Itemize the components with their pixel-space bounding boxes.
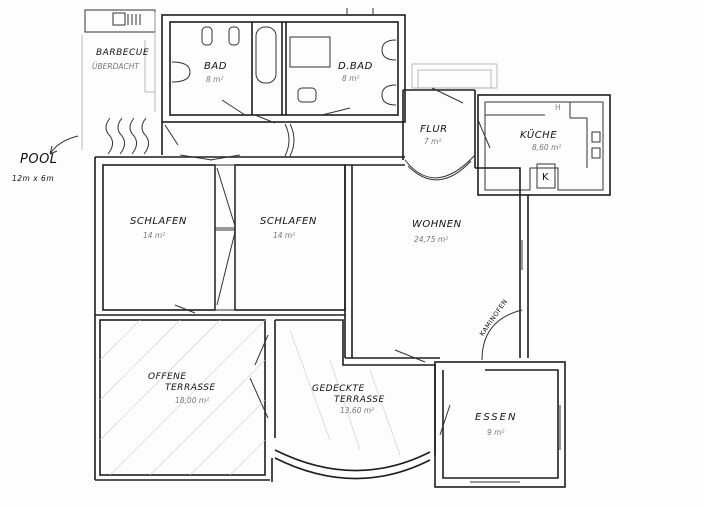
barbecue-note: ÜBERDACHT xyxy=(92,62,139,71)
pool-waves xyxy=(49,117,150,155)
pool-size: 12m x 6m xyxy=(12,174,55,183)
kueche-label: KÜCHE xyxy=(520,130,558,141)
barbecue-label: BARBECUE xyxy=(96,48,150,58)
gedeckte-terrasse-area: 13,60 m² xyxy=(340,406,375,415)
bad-label: BAD xyxy=(204,61,227,72)
kueche-area: 8,60 m² xyxy=(532,143,562,152)
flur-area: 7 m² xyxy=(424,137,442,146)
schlafen1-area: 14 m² xyxy=(143,231,166,240)
essen xyxy=(434,361,566,488)
flur-label: FLUR xyxy=(420,124,448,135)
gedeckte-terrasse-label-2: TERRASSE xyxy=(334,395,385,405)
offene-terrasse xyxy=(95,319,270,481)
offene-terrasse-label-1: OFFENE xyxy=(148,372,187,382)
bad-area: 8 m² xyxy=(206,75,224,84)
offene-terrasse-label-2: TERRASSE xyxy=(165,383,216,393)
offene-terrasse-area: 18,00 m² xyxy=(175,396,210,405)
gedeckte-terrasse-label-1: GEDECKTE xyxy=(312,384,365,394)
corridor xyxy=(95,122,405,158)
wohnen-label: WOHNEN xyxy=(412,219,462,230)
flur xyxy=(402,63,498,181)
wohnen xyxy=(344,164,529,363)
dbad-area: 8 m² xyxy=(342,74,360,83)
kueche-mark-h: H xyxy=(555,103,561,112)
kueche-mark-k: K xyxy=(542,172,550,183)
schlafen1-label: SCHLAFEN xyxy=(130,216,187,227)
barbecue-area xyxy=(81,9,156,150)
essen-label: ESSEN xyxy=(475,412,518,423)
essen-area: 9 m² xyxy=(487,428,505,437)
schlafen2-area: 14 m² xyxy=(273,231,296,240)
kueche xyxy=(477,94,611,196)
schlafen2-label: SCHLAFEN xyxy=(260,216,317,227)
bathroom-block xyxy=(161,8,406,124)
wohnen-area: 24,75 m² xyxy=(414,235,449,244)
dbad-label: D.BAD xyxy=(338,61,373,72)
bedrooms-block xyxy=(94,154,346,480)
pool-label: POOL xyxy=(20,152,58,167)
